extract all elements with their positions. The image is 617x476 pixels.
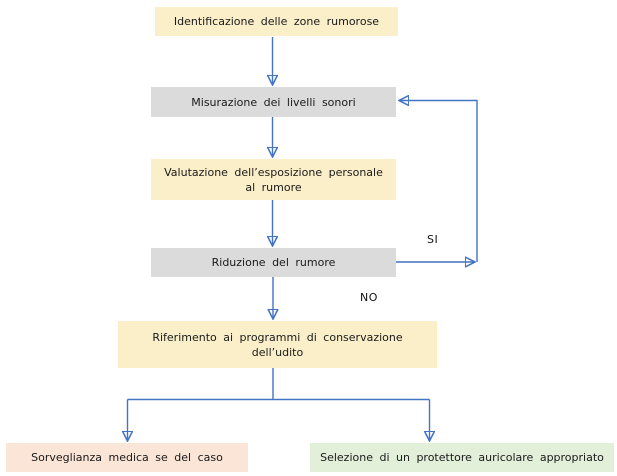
node-identificazione-zone-rumorose: Identificazione delle zone rumorose — [155, 7, 398, 36]
node-valutazione-esposizione: Valutazione dell’esposizione personale a… — [151, 159, 396, 200]
node-misurazione-livelli-sonori: Misurazione dei livelli sonori — [151, 87, 396, 117]
connector-riferimento-split — [127, 368, 430, 401]
node-sorveglianza-medica: Sorveglianza medica se del caso — [6, 443, 248, 472]
node-riduzione-rumore: Riduzione del rumore — [151, 248, 396, 277]
node-selezione-protettore-auricolare: Selezione di un protettore auricolare ap… — [310, 443, 614, 472]
arrow-si-loop-to-misurazione — [400, 101, 478, 262]
node-label: Riferimento ai programmi di conservazion… — [152, 330, 403, 359]
node-label: Sorveglianza medica se del caso — [31, 451, 223, 464]
edge-label-no: NO — [360, 291, 378, 304]
node-label: Identificazione delle zone rumorose — [173, 15, 380, 28]
node-label: Valutazione dell’esposizione personale a… — [164, 165, 383, 194]
edge-label-si: SI — [427, 233, 439, 246]
node-riferimento-programmi-conservazione: Riferimento ai programmi di conservazion… — [118, 321, 437, 368]
node-label: Selezione di un protettore auricolare ap… — [320, 451, 604, 464]
node-label: Misurazione dei livelli sonori — [191, 95, 356, 109]
node-label: Riduzione del rumore — [211, 256, 336, 269]
